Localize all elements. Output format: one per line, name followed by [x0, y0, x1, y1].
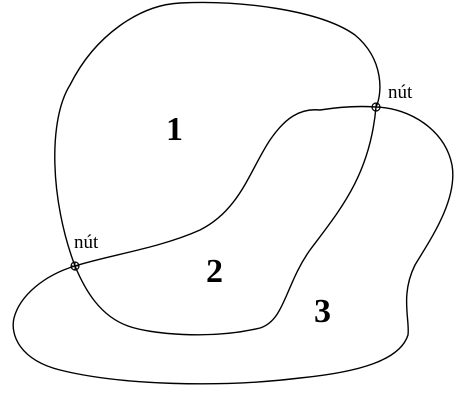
node-label-left: nút — [74, 232, 99, 253]
region-label-2: 2 — [206, 253, 223, 290]
node-label-right: nút — [388, 82, 413, 103]
top-closed-curve — [54, 1, 381, 336]
bottom-closed-curve — [12, 105, 454, 385]
region-label-3: 3 — [314, 293, 331, 330]
node-marker-right — [371, 102, 381, 112]
node-marker-left — [70, 261, 80, 271]
region-label-1: 1 — [166, 111, 183, 148]
